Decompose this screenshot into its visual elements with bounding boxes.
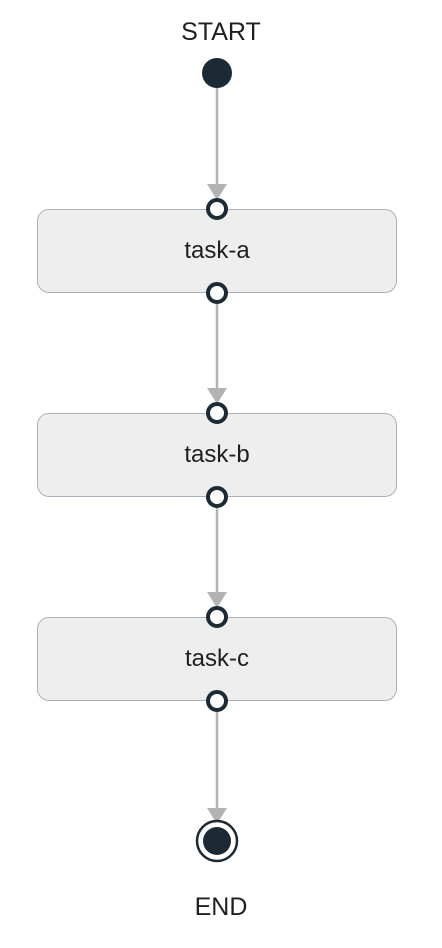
start-node[interactable]: [202, 58, 232, 88]
arrowhead-task-c: [207, 592, 227, 608]
arrowhead-task-b: [207, 388, 227, 404]
arrowhead-end: [207, 808, 227, 824]
start-label: START: [181, 18, 261, 46]
end-node[interactable]: [195, 819, 239, 863]
task-c-label: task-c: [184, 645, 249, 672]
task-node-b[interactable]: task-b: [37, 413, 397, 497]
arrowhead-task-a: [207, 184, 227, 200]
task-node-c[interactable]: task-c: [37, 617, 397, 701]
task-b-label: task-b: [184, 441, 250, 468]
end-label: END: [194, 893, 248, 921]
task-a-label: task-a: [184, 237, 250, 264]
edges: [207, 88, 227, 824]
task-node-a[interactable]: task-a: [37, 209, 397, 293]
